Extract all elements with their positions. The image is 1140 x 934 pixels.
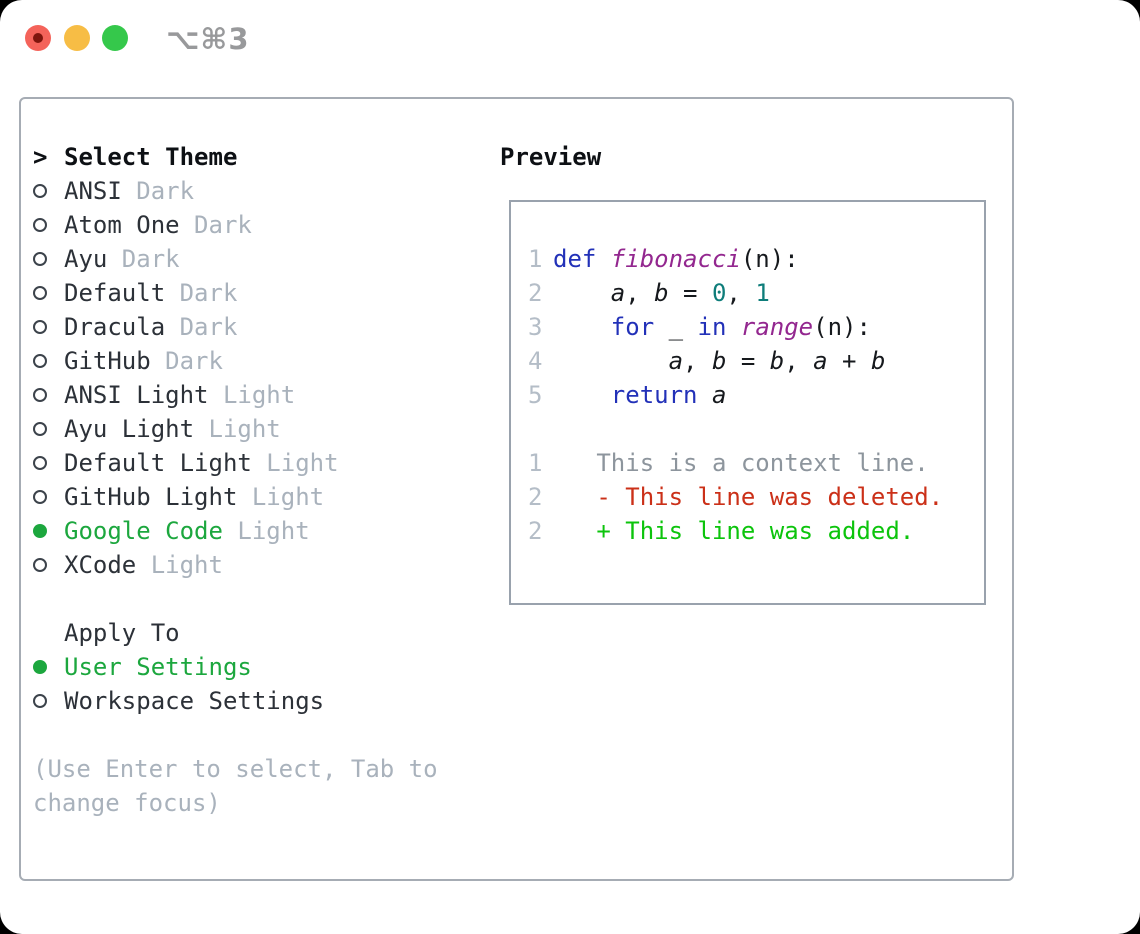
theme-option-label: Ayu Dark <box>64 245 180 273</box>
close-dot-icon <box>33 33 43 43</box>
diff-line-deleted: 2 - This line was deleted. <box>528 480 943 514</box>
line-number: 1 <box>528 449 543 477</box>
line-number: 4 <box>528 347 543 375</box>
theme-option-google-code-light[interactable]: Google Code Light <box>33 514 339 548</box>
theme-option-ansi-dark[interactable]: ANSI Dark <box>33 174 339 208</box>
theme-option-label: ANSI Light Light <box>64 381 296 409</box>
line-number: 1 <box>528 245 543 273</box>
line-number: 5 <box>528 381 543 409</box>
code-line: 5 return a <box>528 378 885 412</box>
minimize-button[interactable] <box>64 25 90 51</box>
theme-option-ansi-light-light[interactable]: ANSI Light Light <box>33 378 339 412</box>
cursor-icon: > <box>33 143 48 171</box>
theme-option-default-dark[interactable]: Default Dark <box>33 276 339 310</box>
close-button[interactable] <box>25 25 51 51</box>
diff-preview: 1 This is a context line.2 - This line w… <box>528 446 943 548</box>
theme-option-github-dark[interactable]: GitHub Dark <box>33 344 339 378</box>
theme-option-label: XCode Light <box>64 551 223 579</box>
theme-option-label: GitHub Light Light <box>64 483 325 511</box>
theme-option-dracula-dark[interactable]: Dracula Dark <box>33 310 339 344</box>
theme-selector-panel <box>19 97 1014 881</box>
radio-icon <box>33 286 47 300</box>
zoom-button[interactable] <box>102 25 128 51</box>
help-line-1: (Use Enter to select, Tab to <box>33 755 438 783</box>
code-line: 4 a, b = b, a + b <box>528 344 885 378</box>
theme-option-label: ANSI Dark <box>64 177 195 205</box>
apply-to-title: Apply To <box>64 619 180 647</box>
theme-option-label: Ayu Light Light <box>64 415 281 443</box>
preview-box <box>509 200 986 605</box>
theme-option-label: Default Dark <box>64 279 238 307</box>
theme-option-label: Atom One Dark <box>64 211 252 239</box>
theme-option-label: Default Light Light <box>64 449 339 477</box>
theme-option-ayu-dark[interactable]: Ayu Dark <box>33 242 339 276</box>
radio-icon <box>33 320 47 334</box>
diff-line-context: 1 This is a context line. <box>528 446 943 480</box>
radio-icon <box>33 422 47 436</box>
code-line: 2 a, b = 0, 1 <box>528 276 885 310</box>
radio-icon <box>33 388 47 402</box>
radio-icon <box>33 252 47 266</box>
line-number: 3 <box>528 313 543 341</box>
theme-option-ayu-light-light[interactable]: Ayu Light Light <box>33 412 339 446</box>
radio-icon <box>33 558 47 572</box>
radio-icon <box>33 694 47 708</box>
radio-selected-icon <box>33 660 47 674</box>
theme-option-atom-one-dark[interactable]: Atom One Dark <box>33 208 339 242</box>
theme-option-default-light-light[interactable]: Default Light Light <box>33 446 339 480</box>
theme-option-label: Google Code Light <box>64 517 310 545</box>
radio-icon <box>33 218 47 232</box>
line-number: 2 <box>528 517 543 545</box>
diff-line-added: 2 + This line was added. <box>528 514 943 548</box>
help-line-2: change focus) <box>33 789 221 817</box>
line-number: 2 <box>528 279 543 307</box>
theme-option-label: GitHub Dark <box>64 347 223 375</box>
radio-icon <box>33 456 47 470</box>
apply-to-header: Apply To <box>33 616 324 650</box>
apply-option-label: Workspace Settings <box>64 687 325 715</box>
apply-option-label: User Settings <box>64 653 252 681</box>
select-theme-header: > Select Theme <box>33 140 339 174</box>
line-number: 2 <box>528 483 543 511</box>
help-text: (Use Enter to select, Tab to change focu… <box>33 752 438 820</box>
theme-option-github-light-light[interactable]: GitHub Light Light <box>33 480 339 514</box>
radio-icon <box>33 354 47 368</box>
code-line: 3 for _ in range(n): <box>528 310 885 344</box>
theme-option-label: Dracula Dark <box>64 313 238 341</box>
radio-icon <box>33 184 47 198</box>
preview-title: Preview <box>500 143 602 171</box>
theme-option-xcode-light[interactable]: XCode Light <box>33 548 339 582</box>
radio-icon <box>33 490 47 504</box>
select-theme-title: Select Theme <box>64 143 238 171</box>
window-title: ⌥⌘3 <box>166 22 250 56</box>
apply-option-user-settings[interactable]: User Settings <box>33 650 324 684</box>
apply-option-workspace-settings[interactable]: Workspace Settings <box>33 684 324 718</box>
radio-selected-icon <box>33 524 47 538</box>
